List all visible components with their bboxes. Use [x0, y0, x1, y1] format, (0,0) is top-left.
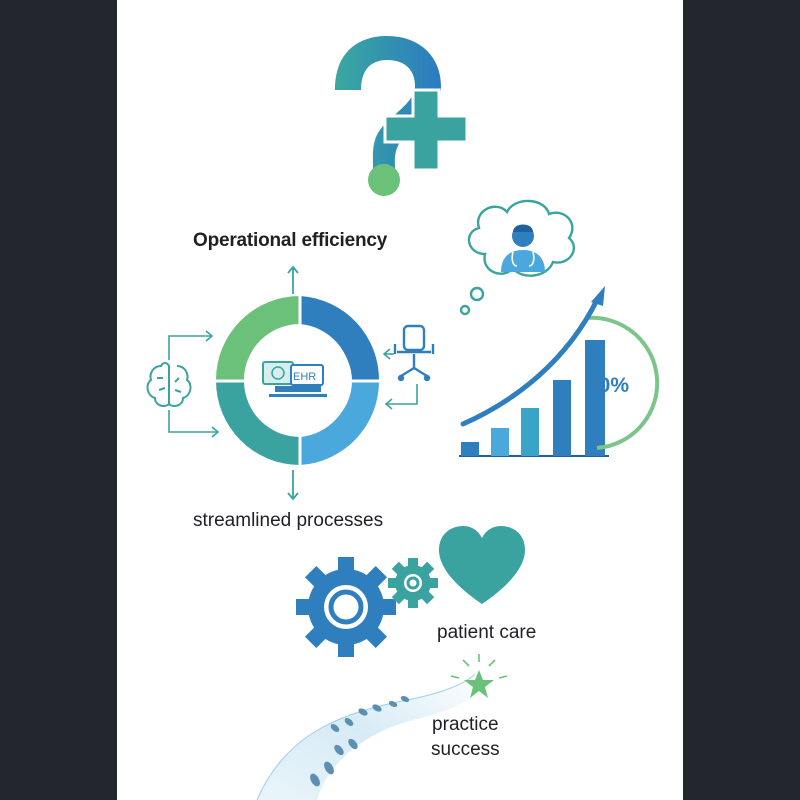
ehr-computer-icon: EHR — [262, 361, 327, 397]
chart-bar-1 — [461, 442, 479, 456]
growth-arrow-icon — [460, 286, 605, 427]
ehr-label: EHR — [293, 371, 316, 383]
growth-bar-chart — [459, 340, 609, 457]
winding-path — [256, 673, 483, 800]
brain-connector — [168, 330, 220, 438]
operational-efficiency-title: Operational efficiency — [193, 230, 388, 251]
question-mark-icon — [335, 36, 441, 196]
chart-bar-5 — [585, 340, 605, 456]
gear-small-icon — [388, 558, 438, 608]
office-chair-icon — [393, 324, 435, 382]
chart-bar-2 — [491, 428, 509, 456]
patient-care-label: patient care — [437, 622, 537, 643]
chair-connector — [382, 348, 418, 410]
practice-success-line2: success — [431, 739, 500, 760]
brain-icon — [146, 362, 192, 407]
gear-icon — [296, 557, 396, 657]
arrow-up — [287, 265, 299, 294]
practice-success-line1: practice — [432, 714, 499, 735]
medical-cross-icon — [383, 88, 469, 172]
infographic-page: EHR — [117, 0, 683, 800]
infographic-graphics: EHR — [146, 36, 660, 800]
process-cycle — [215, 296, 380, 465]
chart-bar-4 — [553, 380, 571, 456]
progress-ring — [586, 315, 660, 450]
streamlined-processes-label: streamlined processes — [193, 510, 384, 531]
growth-percent-label: 70% — [587, 374, 630, 397]
doctor-icon — [501, 224, 545, 272]
star-icon — [450, 654, 508, 698]
heart-icon — [439, 526, 525, 604]
arrow-down — [287, 470, 299, 501]
footprints-icon — [310, 695, 410, 787]
practice-success-label: practice success — [431, 712, 500, 762]
chart-bar-3 — [521, 408, 539, 456]
